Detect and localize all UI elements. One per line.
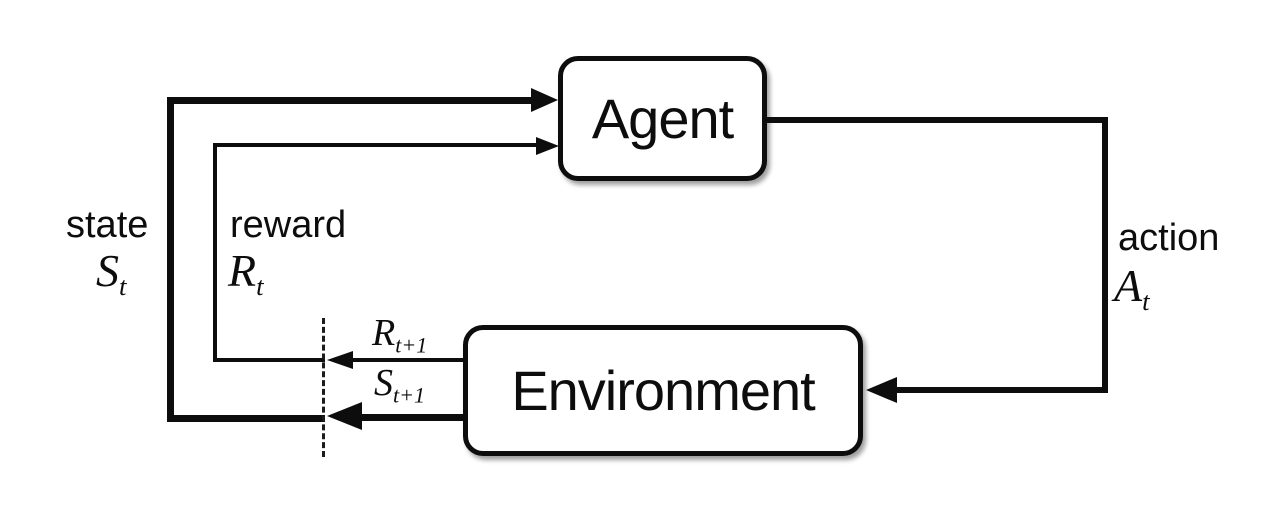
state-edge-left-segment <box>167 97 174 422</box>
time-step-boundary-dashed-line <box>322 318 325 457</box>
state-symbol-subscript: t <box>119 270 127 301</box>
agent-node: Agent <box>558 56 767 181</box>
action-symbol-subscript: t <box>1142 285 1150 316</box>
reward-symbol-subscript: t <box>256 270 264 301</box>
agent-node-label: Agent <box>591 87 734 150</box>
next-reward-symbol-main: R <box>372 312 396 354</box>
action-edge-bottom-segment <box>892 387 1108 393</box>
state-edge-top-segment <box>167 97 538 104</box>
next-state-edge-segment <box>355 414 463 421</box>
reward-symbol-label: Rt <box>228 245 264 300</box>
action-word-label: action <box>1118 217 1220 259</box>
state-symbol-main: S <box>96 245 119 296</box>
state-into-agent-arrowhead-icon <box>531 88 558 112</box>
reward-symbol-main: R <box>228 245 257 296</box>
next-state-arrowhead-icon <box>327 402 362 430</box>
reward-word-label: reward <box>230 204 347 246</box>
reward-edge-left-segment <box>213 143 217 362</box>
environment-node-label: Environment <box>511 359 815 422</box>
state-symbol-label: St <box>96 245 126 300</box>
next-state-symbol-subscript: t+1 <box>393 382 426 408</box>
action-symbol-label: At <box>1114 260 1150 315</box>
environment-node: Environment <box>463 325 863 456</box>
action-edge-right-segment <box>1102 117 1108 393</box>
next-state-symbol-label: St+1 <box>374 362 425 406</box>
next-state-symbol-main: S <box>374 362 393 404</box>
reward-into-agent-arrowhead-icon <box>536 137 559 155</box>
next-reward-symbol-subscript: t+1 <box>395 332 428 358</box>
next-reward-symbol-label: Rt+1 <box>372 312 427 356</box>
action-into-environment-arrowhead-icon <box>866 377 897 403</box>
reward-edge-top-segment <box>213 143 538 147</box>
action-symbol-main: A <box>1114 260 1143 311</box>
state-edge-bottom-segment <box>167 415 325 422</box>
next-reward-arrowhead-icon <box>327 351 353 369</box>
reward-edge-bottom-segment <box>213 358 325 362</box>
action-edge-top-segment <box>767 117 1108 123</box>
state-word-label: state <box>66 204 149 246</box>
next-reward-edge-segment <box>347 358 463 362</box>
